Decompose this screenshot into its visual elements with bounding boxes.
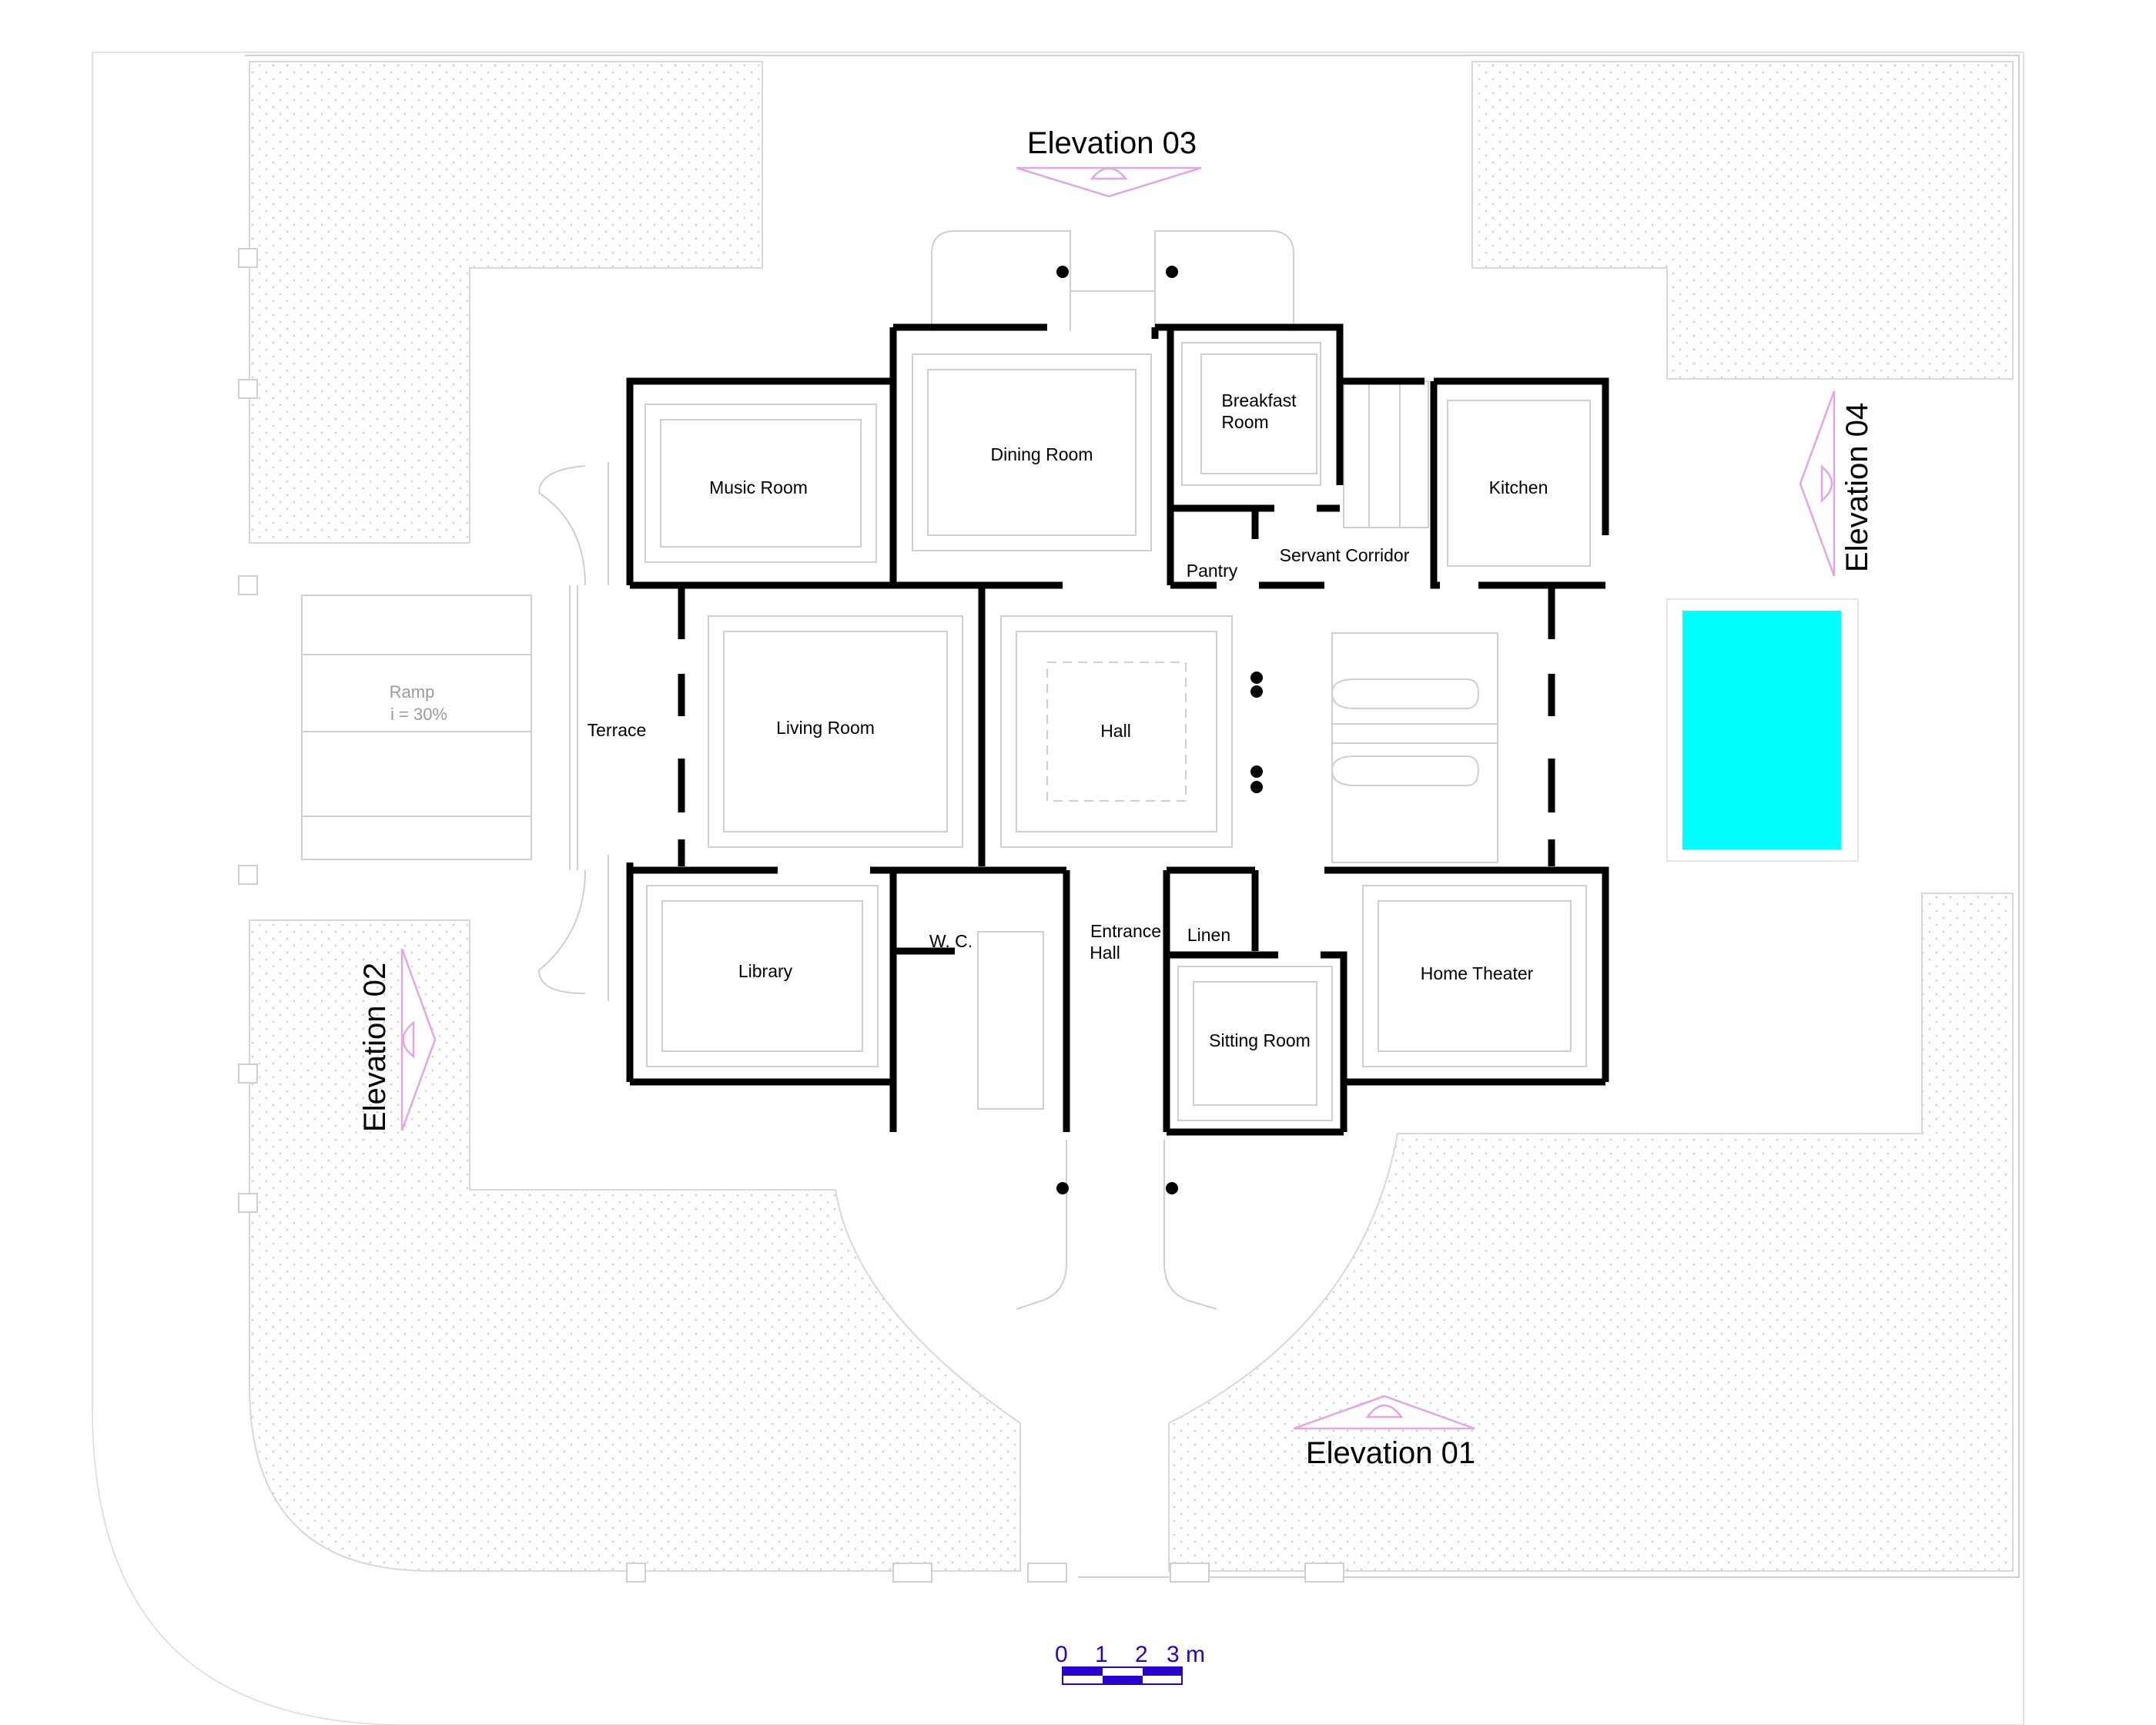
room-terrace: Terrace	[588, 720, 647, 740]
room-entrance-hall-line1: Entrance	[1090, 921, 1161, 941]
room-hall: Hall	[1100, 721, 1131, 741]
scale-tick-0: 0	[1055, 1642, 1068, 1667]
scale-tick-1: 1	[1095, 1642, 1108, 1667]
garden-south-west	[249, 919, 1021, 1572]
columns	[1056, 266, 1263, 1194]
garden-south-east	[1168, 893, 2014, 1572]
boundary-posts	[238, 248, 1344, 1583]
walls	[626, 323, 1609, 1136]
garden-north-east	[1471, 61, 2014, 380]
room-dining-room: Dining Room	[991, 444, 1093, 464]
room-interiors	[644, 342, 1591, 1121]
room-home-theater: Home Theater	[1421, 963, 1534, 983]
room-wc: W. C.	[929, 931, 973, 951]
elevation-02-arrow	[400, 948, 437, 1131]
scale-tick-3: 3 m	[1167, 1642, 1205, 1667]
room-entrance-hall-line2: Hall	[1090, 943, 1120, 963]
scale-bar: 0 1 2 3 m	[1055, 1642, 1205, 1685]
elevation-markers	[400, 166, 1836, 1430]
interior-stairs	[977, 380, 1498, 1110]
room-labels: Music Room Dining Room Breakfast Room Ki…	[390, 390, 1548, 1050]
room-music-room: Music Room	[709, 477, 808, 497]
pool-area	[1666, 598, 1859, 862]
room-breakfast-line2: Room	[1221, 412, 1268, 432]
room-linen: Linen	[1187, 925, 1230, 945]
room-sitting-room: Sitting Room	[1209, 1030, 1311, 1050]
room-living-room: Living Room	[776, 718, 875, 738]
garden-north-west	[249, 61, 763, 544]
elevation-01-label: Elevation 01	[1306, 1436, 1475, 1470]
room-breakfast-line1: Breakfast	[1221, 390, 1297, 410]
exterior-stairs	[537, 230, 1294, 1310]
room-library: Library	[738, 961, 793, 981]
ramp-label: Ramp	[390, 682, 435, 702]
scale-tick-2: 2	[1135, 1642, 1148, 1667]
site-boundary	[92, 52, 2024, 1725]
room-servant-corridor: Servant Corridor	[1280, 545, 1410, 565]
ramp-slope: i = 30%	[390, 705, 447, 724]
swimming-pool	[1682, 611, 1841, 849]
elevation-04-arrow	[1799, 390, 1836, 577]
elevation-03-label: Elevation 03	[1027, 126, 1197, 160]
ramp	[301, 585, 578, 870]
room-pantry: Pantry	[1187, 561, 1238, 581]
room-kitchen: Kitchen	[1489, 477, 1548, 497]
elevation-02-label: Elevation 02	[358, 963, 392, 1132]
elevation-04-label: Elevation 04	[1840, 403, 1874, 572]
elevation-labels: Elevation 03 Elevation 01 Elevation 02 E…	[358, 126, 1874, 1470]
